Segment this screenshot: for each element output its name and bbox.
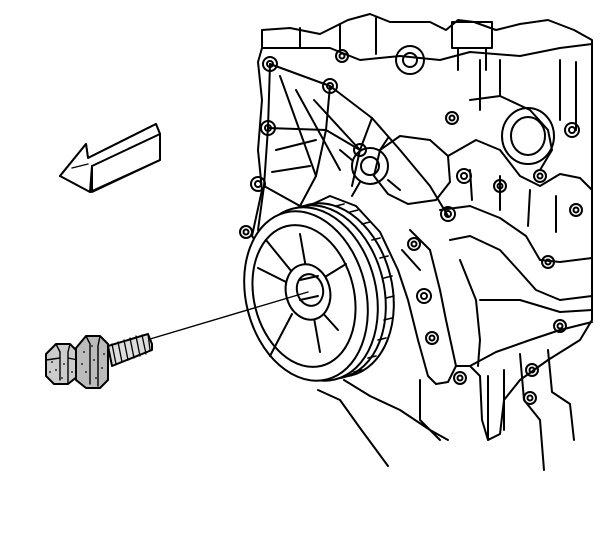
crankshaft-balancer-bolt bbox=[45, 333, 153, 389]
bolt-bosses bbox=[239, 49, 583, 405]
left-arrow-icon bbox=[59, 123, 161, 193]
engine-block bbox=[251, 13, 593, 471]
alignment-line bbox=[139, 291, 309, 343]
